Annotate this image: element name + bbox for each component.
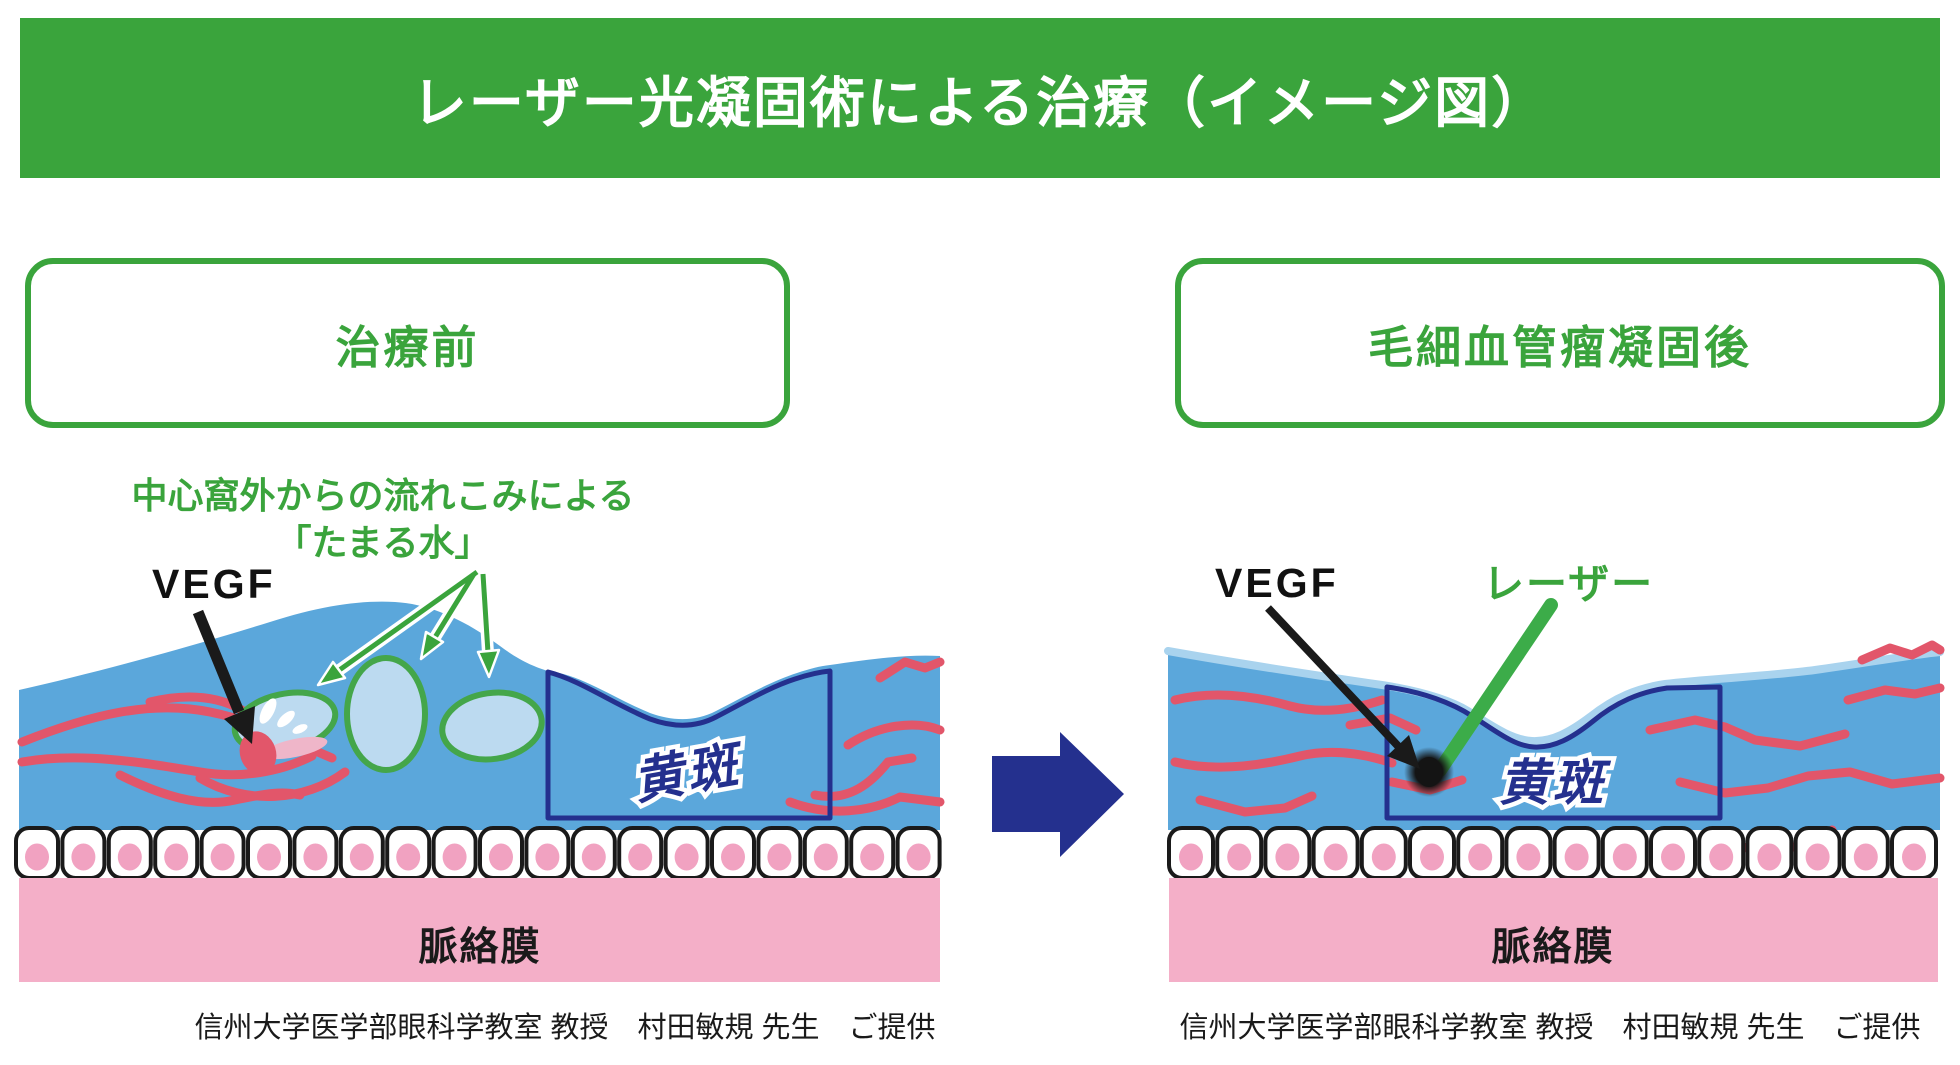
cell-nucleus bbox=[1516, 843, 1541, 871]
laser-beam-icon bbox=[1433, 598, 1558, 777]
choroid-label: 脈絡膜 bbox=[418, 926, 541, 969]
transition-arrow-icon bbox=[992, 732, 1124, 857]
vegf-arrow-icon bbox=[192, 609, 255, 744]
cell-nucleus bbox=[117, 843, 142, 871]
cell-nucleus bbox=[581, 843, 606, 871]
cell-nucleus bbox=[349, 843, 374, 871]
rpe-cell-row bbox=[14, 826, 942, 880]
choroid-band bbox=[19, 878, 940, 982]
leak-arrow-icons bbox=[316, 566, 501, 687]
cell-nucleus bbox=[71, 843, 96, 871]
after-coagulation-box: 毛細血管瘤凝固後 bbox=[1175, 258, 1945, 428]
credit-right: 信州大学医学部眼科学教室 教授 村田敏規 先生 ご提供 bbox=[1179, 1012, 1921, 1044]
microaneurysm-blob bbox=[239, 731, 277, 775]
after-coagulation-label: 毛細血管瘤凝固後 bbox=[1367, 321, 1752, 373]
macula-outline bbox=[1384, 684, 1723, 821]
cell-nucleus bbox=[1709, 843, 1734, 871]
cell-nucleus bbox=[1179, 843, 1203, 871]
pooled-fluid-blisters bbox=[231, 655, 545, 775]
cell-nucleus bbox=[1805, 843, 1830, 871]
cell-nucleus bbox=[813, 843, 838, 871]
cell-nucleus bbox=[1902, 843, 1926, 871]
credit-left: 信州大学医学部眼科学教室 教授 村田敏規 先生 ご提供 bbox=[194, 1012, 936, 1044]
cell-nucleus bbox=[1371, 843, 1396, 871]
cell-nucleus bbox=[1564, 843, 1589, 871]
laser-label: レーザー bbox=[1483, 561, 1654, 607]
cell-nucleus bbox=[25, 843, 49, 871]
laser-burn-spot bbox=[1416, 757, 1442, 787]
cell-nucleus bbox=[906, 843, 931, 871]
after-coagulation-diagram: VEGF レーザー 黄斑 脈絡膜 bbox=[1164, 560, 1945, 982]
cell-nucleus bbox=[674, 843, 699, 871]
cell-nucleus bbox=[1227, 843, 1252, 871]
vegf-label: VEGF bbox=[1215, 560, 1339, 606]
cell-nucleus bbox=[721, 843, 745, 871]
fluid-annotation-line1: 中心窩外からの流れこみによる bbox=[132, 475, 635, 516]
cell-nucleus bbox=[164, 843, 189, 871]
cell-nucleus bbox=[396, 843, 421, 871]
cell-nucleus bbox=[1275, 843, 1300, 871]
cell-nucleus bbox=[257, 843, 281, 871]
cell-nucleus bbox=[489, 843, 513, 871]
cell-nucleus bbox=[767, 843, 792, 871]
retina-surface-rim bbox=[1164, 647, 1944, 746]
cell-nucleus bbox=[303, 843, 328, 871]
cell-nucleus bbox=[442, 843, 467, 871]
cell-nucleus bbox=[860, 843, 885, 871]
cell-nucleus bbox=[1420, 843, 1444, 871]
cell-nucleus bbox=[1853, 843, 1878, 871]
leak-shading bbox=[262, 736, 328, 760]
cell-nucleus bbox=[210, 843, 235, 871]
choroid-band bbox=[1169, 878, 1938, 982]
cell-nucleus bbox=[628, 843, 653, 871]
title-bar: レーザー光凝固術による治療（イメージ図） bbox=[20, 18, 1940, 178]
before-treatment-diagram: 中心窩外からの流れこみによる 「たまる水」 bbox=[14, 475, 945, 982]
cell-nucleus bbox=[1757, 843, 1782, 871]
cell-nucleus bbox=[535, 843, 560, 871]
page-title: レーザー光凝固術による治療（イメージ図） bbox=[411, 72, 1549, 134]
macula-outline bbox=[545, 668, 833, 821]
choroid-label: 脈絡膜 bbox=[1491, 926, 1614, 969]
leak-splash bbox=[259, 698, 308, 734]
cell-nucleus bbox=[1612, 843, 1637, 871]
cell-nucleus bbox=[1323, 843, 1348, 871]
before-treatment-box: 治療前 bbox=[25, 258, 790, 428]
cell-nucleus bbox=[1468, 843, 1493, 871]
vegf-label: VEGF bbox=[152, 561, 276, 607]
vegf-arrow-icon bbox=[1265, 605, 1420, 769]
fluid-annotation-line2: 「たまる水」 bbox=[276, 522, 491, 563]
cell-nucleus bbox=[1661, 843, 1685, 871]
macula-label: 黄斑 bbox=[1499, 755, 1612, 811]
rpe-cell-row bbox=[1167, 826, 1938, 880]
before-treatment-label: 治療前 bbox=[335, 321, 480, 373]
